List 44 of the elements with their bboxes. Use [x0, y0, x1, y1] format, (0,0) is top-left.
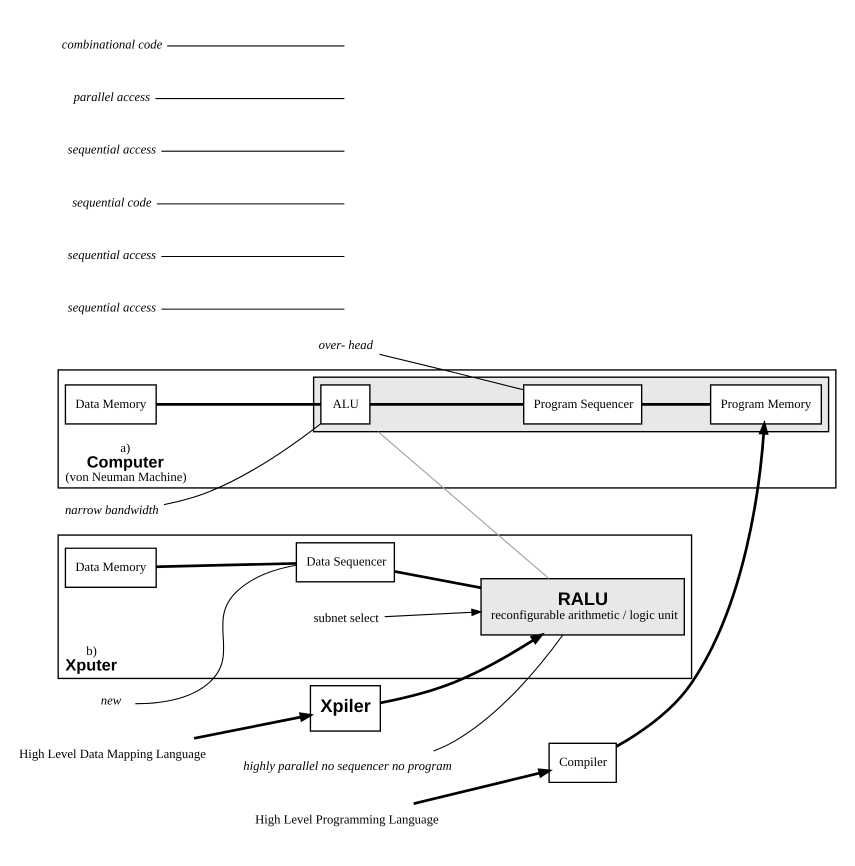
node-text: combinational code: [62, 37, 162, 52]
node-box: Data Sequencer: [296, 542, 396, 582]
connector: [167, 45, 344, 47]
connector: [379, 354, 524, 390]
node-text: sequential access: [68, 300, 156, 315]
node-text: highly parallel no sequencer no program: [243, 758, 452, 773]
node-box: Data Memory: [64, 384, 157, 425]
node-box: Program Sequencer: [523, 384, 642, 425]
connector: [164, 423, 322, 506]
connector: [642, 403, 711, 406]
node-text: over- head: [318, 338, 373, 352]
arrow: [194, 712, 314, 740]
connector: [378, 431, 550, 579]
node-text: High Level Programming Language: [255, 812, 439, 826]
connector: [433, 634, 564, 752]
node-text: sequential code: [72, 195, 152, 210]
connector: [370, 403, 524, 406]
connector: [156, 203, 344, 204]
arrow: [380, 632, 545, 704]
cluster: [312, 376, 830, 432]
connector: [161, 150, 344, 152]
node-text: sequential access: [68, 248, 156, 262]
node-text: parallel access: [74, 90, 150, 104]
connector: [156, 403, 321, 406]
arrow: [616, 420, 769, 748]
node-box: Xpiler: [310, 685, 381, 732]
node-text: new: [100, 694, 122, 708]
node-box: Compiler: [548, 742, 617, 784]
arrow: [384, 608, 483, 618]
node-text: narrow bandwidth: [64, 502, 159, 517]
node-text: subnet select: [314, 610, 379, 625]
node-text: sequential access: [68, 142, 156, 157]
arrow: [413, 768, 553, 805]
connector: [161, 256, 344, 258]
node-box: ALU: [320, 384, 371, 425]
node-box: RALU reconfigurable arithmetic / logic unit: [480, 578, 685, 636]
connector: [156, 562, 296, 568]
connector: [161, 308, 344, 310]
node-text: High Level Data Mapping Language: [19, 747, 206, 762]
connector: [155, 98, 344, 100]
node-box: Program Memory: [710, 384, 822, 425]
connector: [394, 570, 482, 590]
node-box: Data Memory: [64, 548, 157, 588]
connector: [135, 564, 296, 704]
